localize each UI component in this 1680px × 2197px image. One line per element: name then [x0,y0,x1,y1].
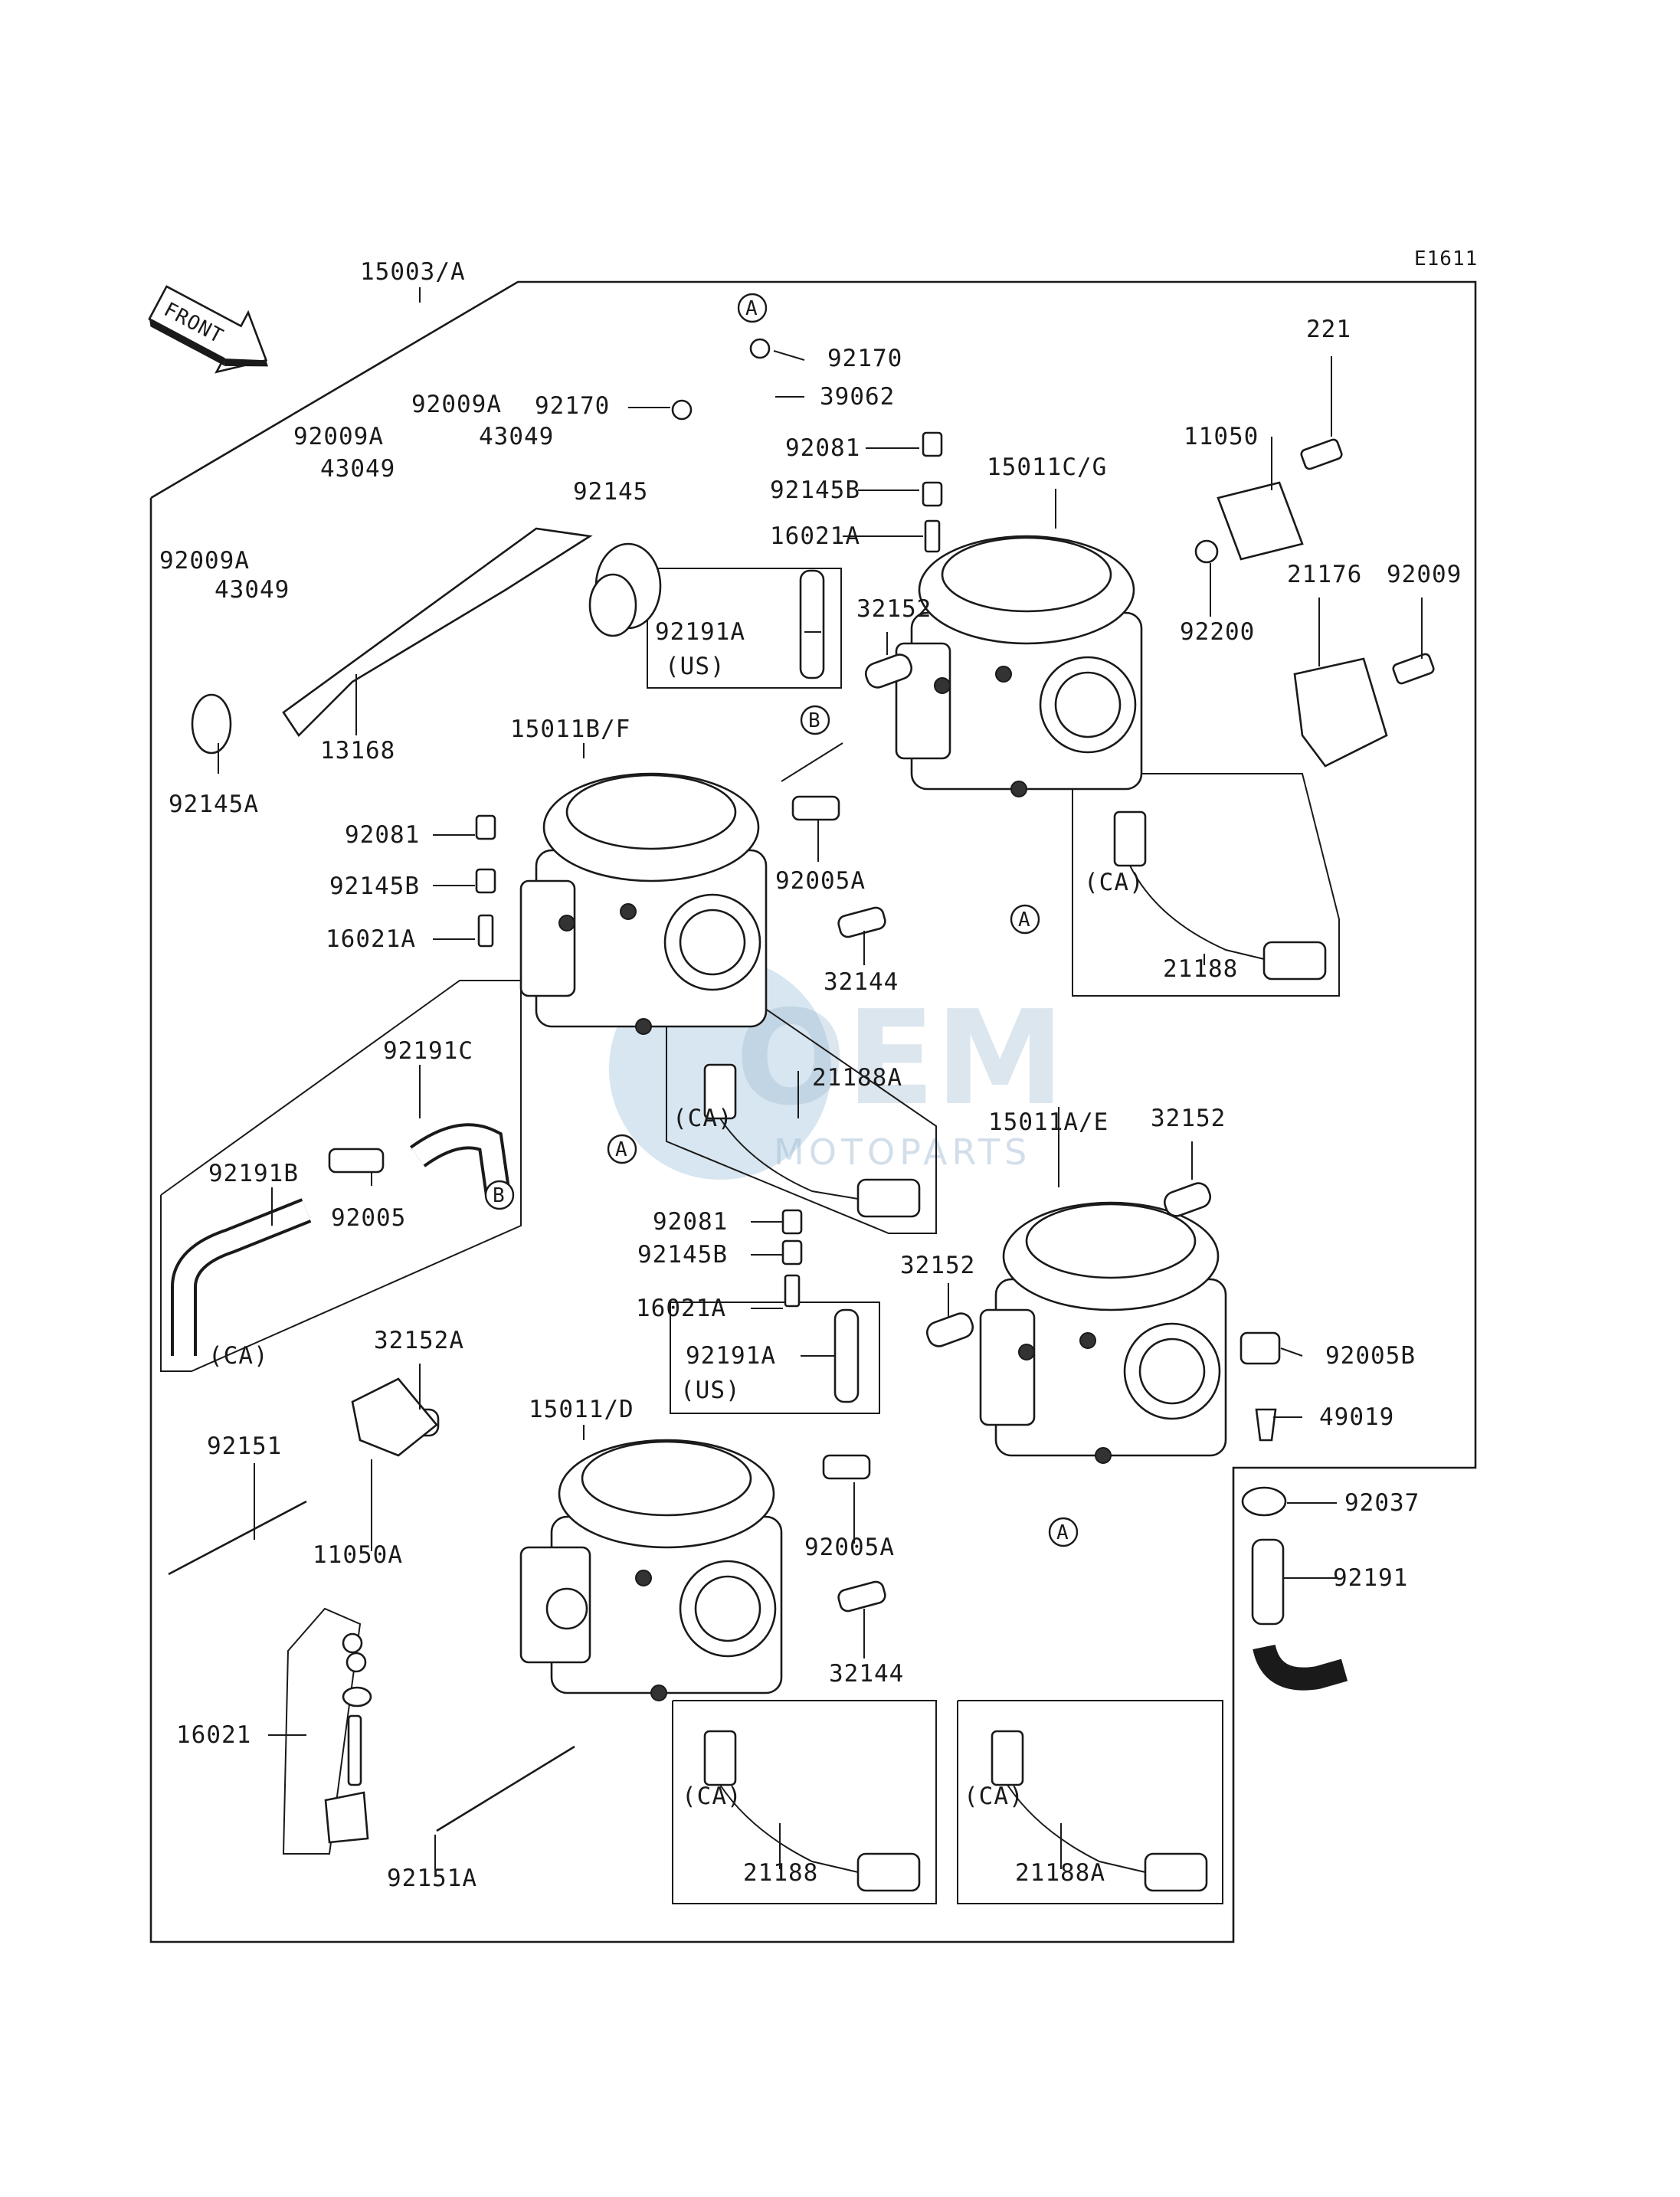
part-label: 92081 [345,821,420,849]
part-label: 32144 [829,1660,904,1688]
part-label: (CA) [964,1783,1024,1810]
watermark-brand: OEM [735,983,1065,1135]
part-label: 92005 [331,1204,406,1232]
part-label: 221 [1306,316,1351,343]
part-label: 92170 [827,345,902,372]
part-label: 21188 [743,1859,818,1887]
part-label: 92151A [387,1865,477,1892]
part-label: 15011B/F [510,715,630,743]
part-label: 21188 [1163,955,1238,983]
part-label: 92151 [207,1432,282,1460]
part-label: 43049 [215,576,290,604]
part-label: 43049 [479,423,554,450]
front-arrow-icon: FRONT [148,285,268,374]
part-label: 92200 [1180,618,1255,646]
part-label: 92005A [775,867,866,895]
carburetor-upper-right [781,535,1143,797]
part-label: 21188A [812,1064,902,1092]
part-label: 92191 [1333,1564,1408,1592]
part-label: 92005A [804,1534,895,1561]
carburetor-upper-left [519,772,768,1035]
part-label: 92191A [686,1342,776,1370]
ref-marker: A [1010,904,1040,935]
carburetor-lower-right [979,1201,1227,1464]
part-label: 32144 [824,968,899,996]
frame [149,280,1477,1943]
part-label: 92145 [573,478,648,506]
part-label: 92081 [785,434,860,462]
part-label: 92145B [329,873,420,900]
ref-label: A [745,297,758,320]
small-parts [168,338,1435,1892]
part-label: 92145B [770,476,860,504]
part-label: 39062 [820,383,895,411]
ref-marker: A [607,1134,637,1164]
part-label: 92145B [637,1241,728,1269]
part-label: 16021A [770,522,860,550]
ref-label: B [493,1184,506,1207]
ref-marker: B [800,705,830,735]
part-label: 92191C [383,1037,473,1065]
part-label: 16021A [636,1295,726,1322]
reference-markers: A B A A B A [484,293,1079,1547]
carburetor-lower-left [519,1439,783,1701]
diagram-code: E1611 [1414,247,1478,270]
part-label: 92009 [1387,561,1462,588]
part-label: (US) [665,653,725,680]
part-label: 16021A [326,925,416,953]
leader-lines [218,287,1423,1869]
part-label: 21188A [1015,1859,1105,1887]
part-label: 15003/A [360,258,466,286]
ref-label: A [1056,1521,1069,1544]
ref-marker: A [1048,1517,1079,1547]
part-label: 13168 [320,737,395,765]
ref-marker: B [484,1180,515,1210]
part-label: 32152 [1151,1105,1226,1132]
part-label: 92081 [653,1208,728,1236]
part-label: 32152 [856,595,932,623]
part-label: 32152A [374,1327,464,1354]
part-label: 92037 [1344,1489,1420,1517]
ref-label: A [1018,909,1031,932]
part-label: 92009A [159,547,250,575]
ref-label: B [808,709,821,732]
part-label: 11050 [1184,423,1259,450]
part-label: 92009A [411,391,502,418]
part-label: 11050A [313,1541,403,1569]
watermark-sub: MOTOPARTS [774,1131,1031,1173]
part-label: (CA) [673,1105,733,1132]
part-label: 92145A [169,791,259,818]
part-label: 15011A/E [988,1108,1109,1136]
part-label: 92170 [535,392,610,420]
group-boxes [160,568,1340,1904]
part-label: 92005B [1325,1342,1416,1370]
part-label: 16021 [176,1721,251,1749]
part-label: (CA) [682,1783,742,1810]
part-label: (CA) [208,1342,269,1370]
ref-label: A [615,1138,628,1161]
part-label: 32152 [900,1252,975,1279]
part-label: 15011C/G [987,453,1107,481]
part-label: 92191B [208,1160,299,1187]
part-label: 21176 [1287,561,1362,588]
part-label: 43049 [320,455,395,483]
ref-marker: A [737,293,768,323]
part-label: 92191A [655,618,745,646]
part-label: 92009A [293,423,384,450]
part-label: 15011/D [529,1396,634,1423]
part-label: (US) [680,1377,741,1404]
part-label: 49019 [1319,1403,1394,1431]
part-labels: 15003/A 221 92170 92170 39062 92009A 920… [159,258,1462,1892]
part-label: (CA) [1084,869,1145,896]
